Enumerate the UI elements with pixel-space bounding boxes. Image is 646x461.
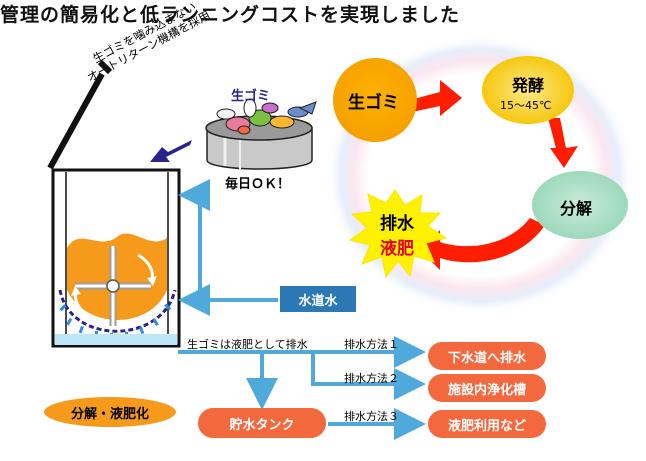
tap-water-box: 水道水 xyxy=(280,286,356,312)
pipe-network xyxy=(178,179,426,440)
bucket-label: 生ゴミ xyxy=(231,89,271,104)
destination-fertilizer-use-label: 液肥利用など xyxy=(447,418,526,434)
cycle-liquid-fertilizer-label: 液肥 xyxy=(380,239,414,259)
cycle-drainage-label: 排水 xyxy=(380,214,414,234)
tap-water-label: 水道水 xyxy=(298,293,338,309)
drain-note: 生ゴミは液肥として排水 xyxy=(187,338,308,351)
method-3-label: 排水方法３ xyxy=(344,410,399,423)
composting-machine xyxy=(47,59,181,348)
drainage-starburst xyxy=(348,189,448,279)
cycle-fermentation-label: 発酵 xyxy=(512,76,545,95)
decomposition-bubble xyxy=(532,171,628,239)
destination-sewer: 下水道へ排水 xyxy=(428,342,546,370)
destination-fertilizer-use: 液肥利用など xyxy=(428,410,546,438)
storage-tank-label: 貯水タンク xyxy=(229,417,295,433)
page-title: 管理の簡易化と低ランニングコストを実現しました xyxy=(0,4,461,26)
cycle-raw-waste-label: 生ゴミ xyxy=(348,93,399,113)
method-2-label: 排水方法２ xyxy=(344,372,399,385)
kitchen-waste-bucket xyxy=(205,98,317,170)
process-badge: 分解・液肥化 xyxy=(44,397,176,427)
lid-pointer-arrow xyxy=(150,140,192,162)
destination-septic-tank-label: 施設内浄化槽 xyxy=(447,382,526,398)
cycle-arrows xyxy=(410,80,578,270)
process-label: 分解・液肥化 xyxy=(70,406,149,422)
cycle-decomposition-label: 分解 xyxy=(560,199,593,218)
destination-septic-tank: 施設内浄化槽 xyxy=(428,374,546,402)
storage-tank: 貯水タンク xyxy=(198,408,326,438)
method-1-label: 排水方法１ xyxy=(344,338,399,351)
destination-sewer-label: 下水道へ排水 xyxy=(447,350,526,366)
cycle-temperature-label: 15～45℃ xyxy=(500,99,552,112)
raw-waste-bubble xyxy=(333,58,417,142)
fermentation-bubble xyxy=(482,56,574,124)
bucket-caption: 毎日ＯＫ！ xyxy=(225,177,291,192)
